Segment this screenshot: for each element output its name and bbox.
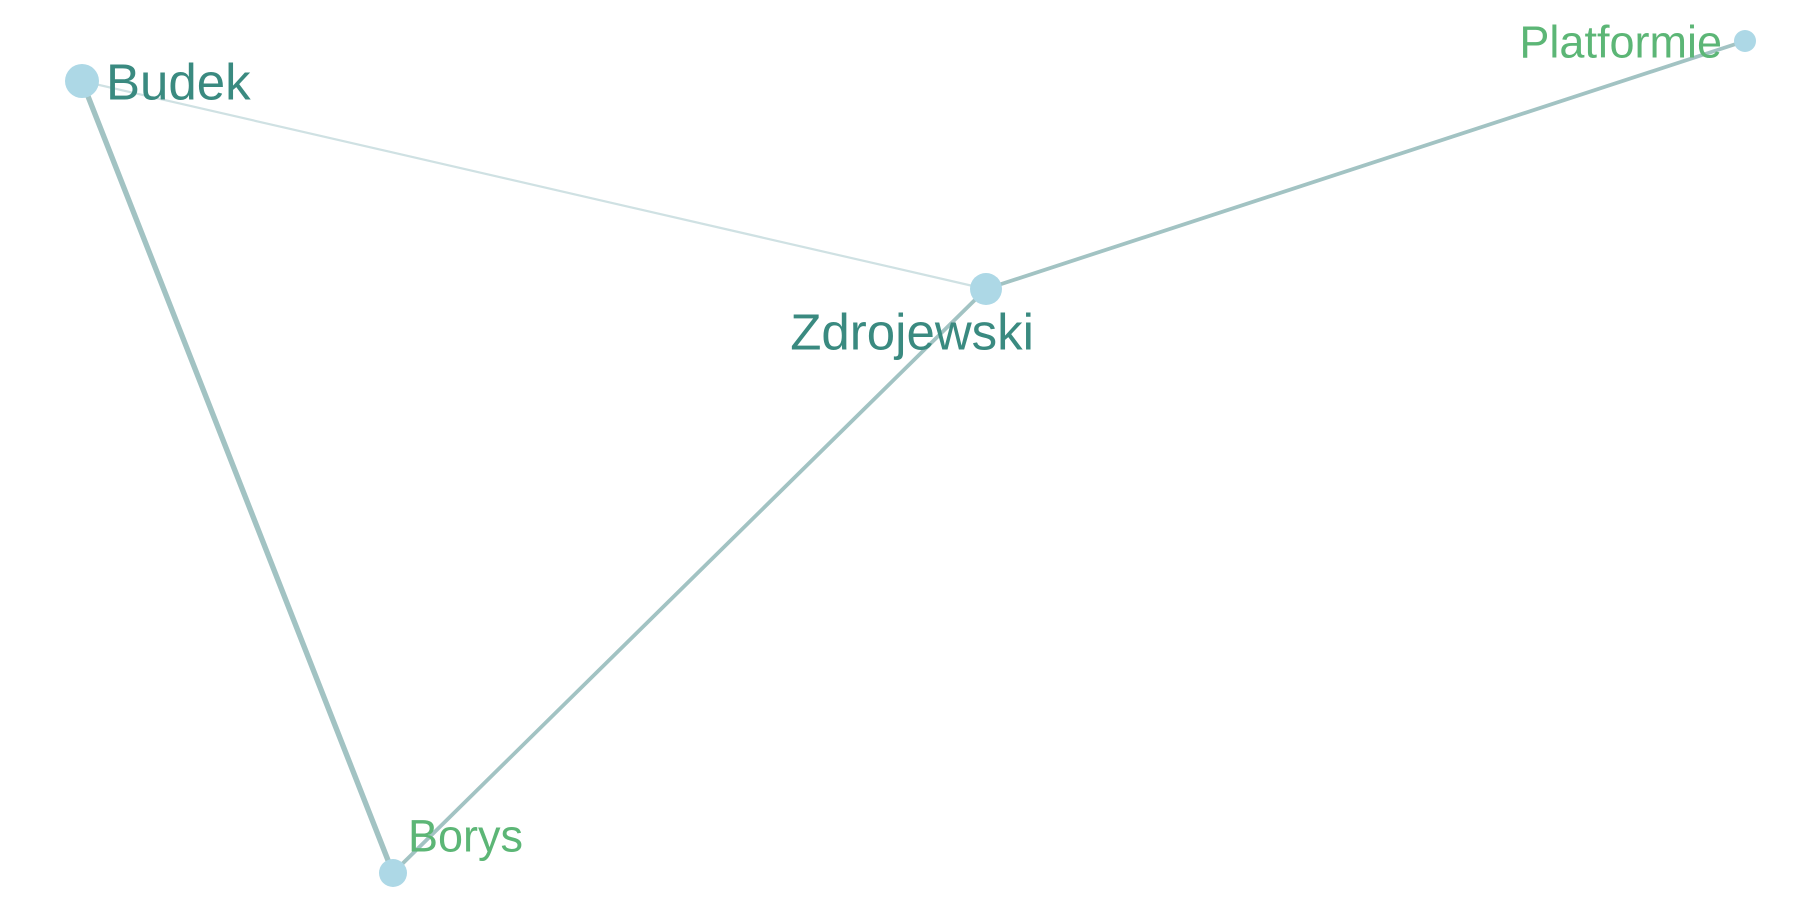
node-platformie bbox=[1734, 30, 1756, 52]
node-zdrojewski bbox=[970, 273, 1002, 305]
node-label-budek: Budek bbox=[106, 54, 251, 111]
node-label-zdrojewski: Zdrojewski bbox=[790, 304, 1034, 361]
nodes-layer bbox=[65, 30, 1756, 887]
node-borys bbox=[379, 859, 407, 887]
edge-zdrojewski-platformie bbox=[984, 39, 1747, 291]
node-label-platformie: Platformie bbox=[1519, 17, 1722, 68]
edges-layer bbox=[79, 39, 1747, 876]
edge-budek-borys bbox=[79, 78, 396, 876]
node-label-borys: Borys bbox=[408, 811, 523, 862]
edge-zdrojewski-borys bbox=[391, 287, 988, 875]
node-budek bbox=[65, 64, 99, 98]
edge-budek-zdrojewski bbox=[80, 79, 988, 291]
